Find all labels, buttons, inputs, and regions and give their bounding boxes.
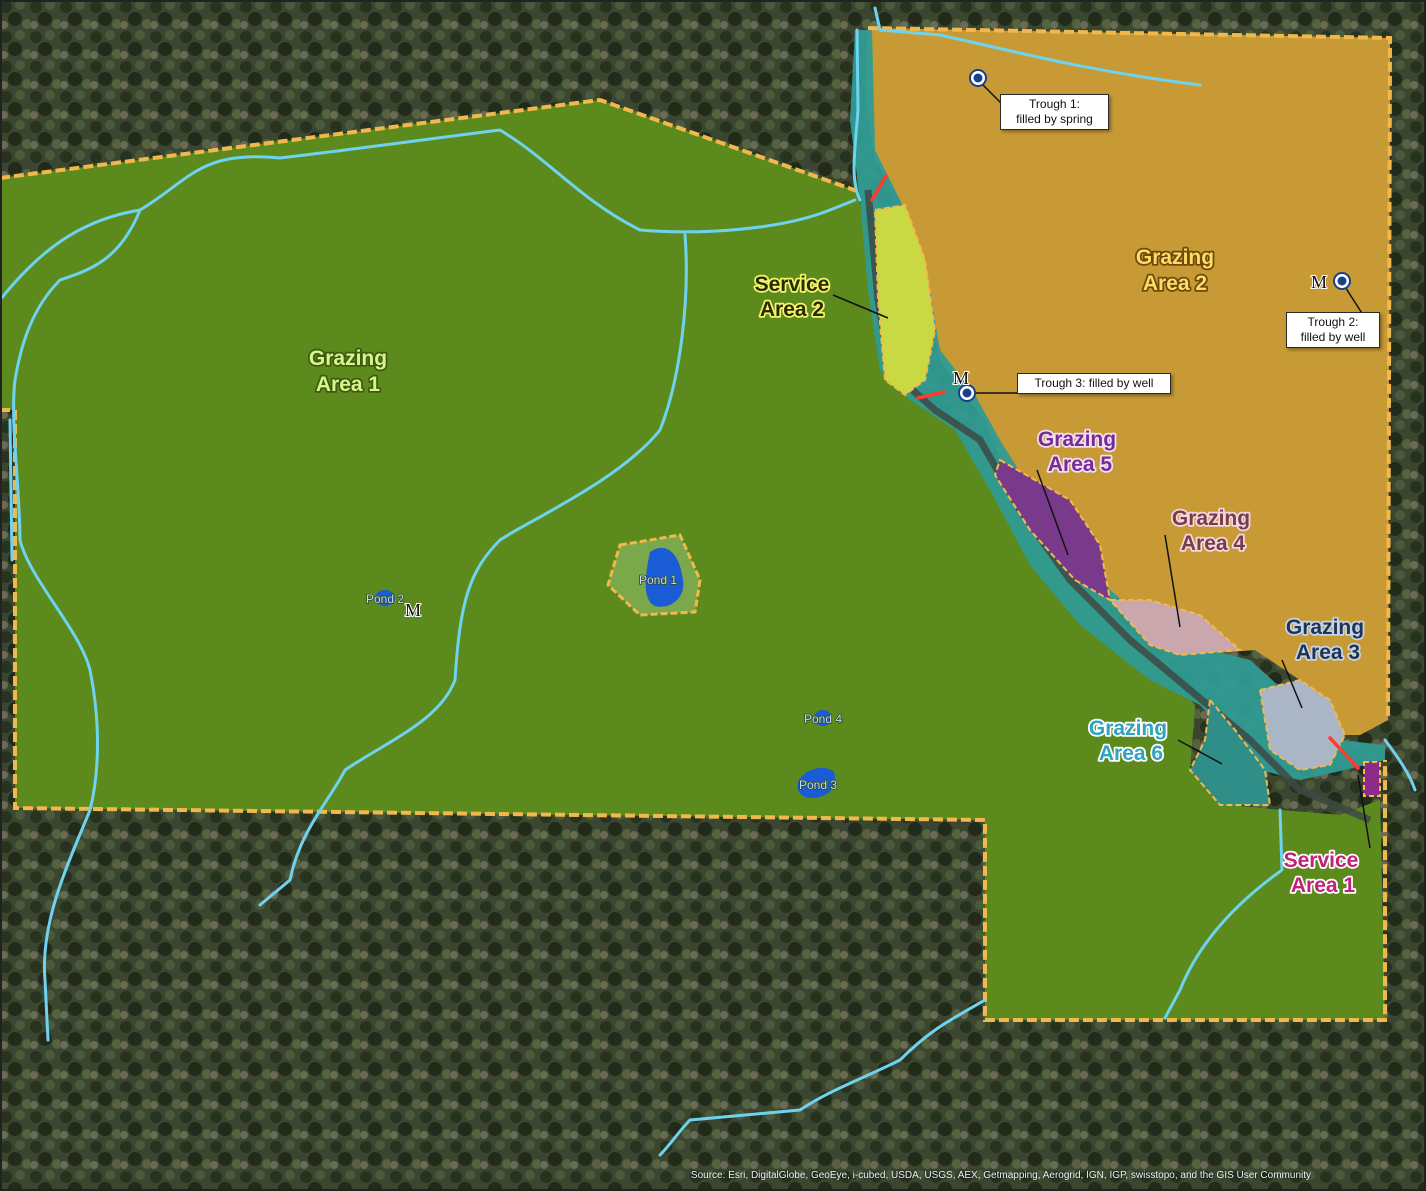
svg-text:Area 5: Area 5 bbox=[1048, 453, 1113, 476]
m-marker-trough-3: M bbox=[953, 368, 969, 388]
grazing-area-6-polygon[interactable] bbox=[1188, 697, 1272, 806]
property-boundary bbox=[0, 26, 1393, 1022]
pond-3-label: Pond 3 bbox=[799, 778, 837, 792]
grazing-area-5-polygon[interactable] bbox=[993, 458, 1112, 602]
service-area-1-label: Service Area 1 bbox=[1282, 847, 1360, 899]
svg-text:Grazing: Grazing bbox=[1038, 428, 1116, 451]
grazing-area-6-label: Grazing Area 6 bbox=[1087, 715, 1169, 767]
streams bbox=[0, 6, 1417, 1157]
svg-text:Grazing: Grazing bbox=[1172, 507, 1250, 530]
svg-text:Area 2: Area 2 bbox=[760, 298, 824, 321]
trough-2-callout: Trough 2: filled by well bbox=[1286, 312, 1380, 348]
trough-1-marker[interactable] bbox=[969, 69, 987, 87]
svg-text:Grazing: Grazing bbox=[1089, 717, 1167, 740]
gate-markers bbox=[870, 174, 1360, 770]
grazing-area-4-polygon[interactable] bbox=[1107, 599, 1243, 657]
svg-text:Area 1: Area 1 bbox=[1291, 874, 1356, 897]
grazing-area-1-polygon[interactable] bbox=[0, 100, 1385, 1020]
grazing-area-4-label: Grazing Area 4 bbox=[1170, 505, 1252, 557]
pond-4-label: Pond 4 bbox=[804, 712, 842, 726]
svg-text:Service: Service bbox=[755, 273, 830, 296]
svg-text:Area 6: Area 6 bbox=[1099, 742, 1163, 765]
service-area-1-polygon[interactable] bbox=[1363, 761, 1381, 797]
svg-text:Grazing: Grazing bbox=[1286, 616, 1364, 639]
pond-3-shape bbox=[797, 767, 835, 798]
trough-1-callout: Trough 1: filled by spring bbox=[1000, 94, 1109, 130]
grazing-area-1-label: Grazing Area 1 bbox=[307, 345, 389, 398]
pond-2-shape bbox=[375, 590, 395, 606]
trough-3-callout: Trough 3: filled by well bbox=[1017, 373, 1171, 394]
m-marker-trough-2: M bbox=[1311, 272, 1327, 292]
svg-text:Area 2: Area 2 bbox=[1143, 272, 1207, 295]
svg-text:Grazing: Grazing bbox=[1136, 246, 1214, 269]
map-attribution: Source: Esri, DigitalGlobe, GeoEye, i-cu… bbox=[690, 1170, 1311, 1181]
svg-text:Service: Service bbox=[1284, 849, 1359, 872]
m-marker-pond-2: M bbox=[405, 600, 421, 620]
trough-2-marker[interactable] bbox=[1333, 272, 1351, 290]
pond-1-shape bbox=[645, 547, 684, 607]
grazing-area-3-polygon[interactable] bbox=[1258, 678, 1347, 772]
pond-1-label: Pond 1 bbox=[639, 573, 677, 587]
service-area-2-label: Service Area 2 bbox=[753, 271, 831, 323]
svg-text:Area 1: Area 1 bbox=[316, 373, 381, 396]
grazing-area-3-label: Grazing Area 3 bbox=[1284, 614, 1366, 666]
service-area-2-polygon[interactable] bbox=[873, 203, 937, 397]
pond-2-label: Pond 2 bbox=[366, 592, 404, 606]
svg-text:Grazing: Grazing bbox=[309, 347, 387, 370]
grazing-area-2-label: Grazing Area 2 bbox=[1134, 244, 1216, 297]
svg-text:Area 3: Area 3 bbox=[1296, 641, 1360, 664]
pond-4-shape bbox=[814, 710, 832, 726]
grazing-area-5-label: Grazing Area 5 bbox=[1036, 426, 1118, 478]
trough-3-marker[interactable] bbox=[958, 384, 976, 402]
svg-text:Area 4: Area 4 bbox=[1181, 532, 1246, 555]
